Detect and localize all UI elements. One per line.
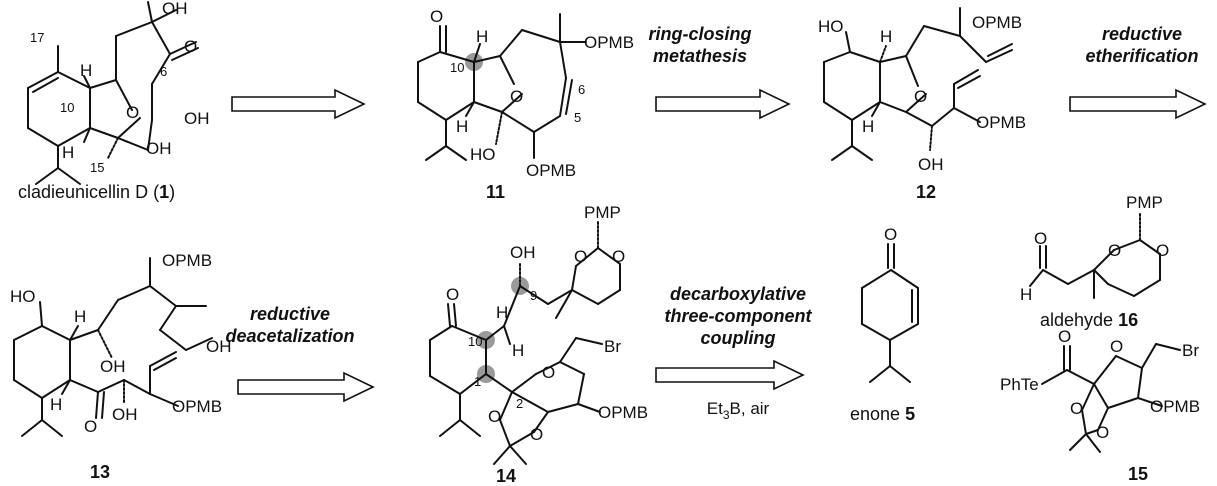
aldehyde-16-structure: PMP O O O H aldehyde 16 xyxy=(1020,193,1169,330)
compound-13-structure: HO H OH OPMB OH H O OH OPMB 13 xyxy=(10,251,232,482)
retro-arrow xyxy=(231,88,366,120)
atom-label-10: 10 xyxy=(60,100,74,115)
atom-o: O xyxy=(914,87,927,106)
atom-oh: OH xyxy=(184,109,210,128)
retro-arrow xyxy=(655,88,791,120)
step-label-line3: coupling xyxy=(701,328,776,348)
atom-opmb: OPMB xyxy=(584,33,634,52)
compound-11-label: 11 xyxy=(486,182,505,202)
atom-h: H xyxy=(476,27,488,46)
atom-h: H xyxy=(880,27,892,46)
atom-pmp: PMP xyxy=(584,203,621,222)
step-label-line1: reductive xyxy=(1102,24,1182,44)
atom-label-6: 6 xyxy=(160,64,167,79)
atom-oh: OH xyxy=(918,155,944,174)
atom-oh: OH xyxy=(206,337,232,356)
atom-h: H xyxy=(80,61,92,80)
atom-o: O xyxy=(446,285,459,304)
atom-o: O xyxy=(530,425,543,444)
aldehyde-16-caption: aldehyde 16 xyxy=(1040,310,1138,330)
atom-ho: HO xyxy=(470,145,496,164)
step-label-line1: reductive xyxy=(250,304,330,324)
atom-o: O xyxy=(488,407,501,426)
enone-5-structure: O enone 5 xyxy=(850,225,919,424)
compound-12-structure: HO H O H OPMB OPMB OH 12 xyxy=(818,7,1026,202)
atom-h: H xyxy=(496,303,508,322)
atom-oh: OH xyxy=(146,139,172,158)
reagent-label: Et3B, air xyxy=(707,399,770,422)
atom-o: O xyxy=(1058,327,1071,346)
atom-pmp: PMP xyxy=(1126,193,1163,212)
atom-o: O xyxy=(1110,337,1123,356)
atom-label-6: 6 xyxy=(578,82,585,97)
compound-1-caption: cladieunicellin D (1) xyxy=(18,182,175,202)
atom-opmb: OPMB xyxy=(972,13,1022,32)
atom-opmb: OPMB xyxy=(172,397,222,416)
atom-label-10: 10 xyxy=(450,60,464,75)
atom-oh: OH xyxy=(162,0,188,18)
atom-o: O xyxy=(542,363,555,382)
atom-ho: HO xyxy=(10,287,36,306)
step-label-line2: metathesis xyxy=(653,46,747,66)
atom-label-5: 5 xyxy=(574,110,581,125)
atom-o: O xyxy=(126,103,139,122)
atom-o: O xyxy=(612,247,625,266)
compound-15-structure: O PhTe O Br OPMB O O 15 xyxy=(1000,327,1200,484)
atom-o: O xyxy=(1108,241,1121,260)
atom-o: O xyxy=(510,87,523,106)
atom-o: O xyxy=(1070,399,1083,418)
atom-label-15: 15 xyxy=(90,160,104,175)
retro-arrow xyxy=(1069,88,1207,120)
compound-12-label: 12 xyxy=(916,182,936,202)
compound-11-structure: O H 10 O H OPMB 6 5 OPMB HO 11 xyxy=(417,7,634,202)
atom-o: O xyxy=(430,7,443,26)
atom-opmb: OPMB xyxy=(1150,397,1200,416)
atom-oh: OH xyxy=(112,405,138,424)
atom-o: O xyxy=(1034,229,1047,248)
atom-h: H xyxy=(1020,285,1032,304)
atom-o: O xyxy=(884,225,897,244)
compound-1-structure: 17 H 10 O H OH 6 O OH OH 15 cladieunicel… xyxy=(18,0,210,202)
atom-oh: OH xyxy=(510,243,536,262)
atom-label-17: 17 xyxy=(30,30,44,45)
atom-opmb: OPMB xyxy=(526,161,576,180)
retro-arrow xyxy=(237,371,375,403)
atom-o: O xyxy=(84,417,97,436)
atom-opmb: OPMB xyxy=(598,403,648,422)
atom-br: Br xyxy=(1182,341,1199,360)
atom-h: H xyxy=(74,307,86,326)
atom-opmb: OPMB xyxy=(162,251,212,270)
atom-h: H xyxy=(862,117,874,136)
enone-5-caption: enone 5 xyxy=(850,404,915,424)
atom-h: H xyxy=(50,395,62,414)
atom-opmb: OPMB xyxy=(976,113,1026,132)
compound-15-label: 15 xyxy=(1128,464,1148,484)
atom-phte: PhTe xyxy=(1000,375,1039,394)
atom-label-10: 10 xyxy=(468,334,482,349)
atom-o: O xyxy=(1096,423,1109,442)
atom-h: H xyxy=(456,117,468,136)
atom-label-2: 2 xyxy=(516,396,523,411)
atom-label-1: 1 xyxy=(474,374,481,389)
atom-oh: OH xyxy=(100,357,126,376)
atom-o: O xyxy=(1156,241,1169,260)
step-label-line2: three-component xyxy=(664,306,812,326)
atom-label-9: 9 xyxy=(530,288,537,303)
compound-14-structure: O H H 10 OH 9 PMP O O 1 2 O Br OPMB O O … xyxy=(429,203,648,486)
atom-br: Br xyxy=(604,337,621,356)
compound-14-label: 14 xyxy=(496,466,516,486)
step-label-line1: ring-closing xyxy=(649,24,752,44)
atom-h: H xyxy=(512,341,524,360)
retro-arrow xyxy=(655,359,805,391)
atom-o: O xyxy=(574,247,587,266)
atom-o: O xyxy=(184,37,197,56)
atom-h: H xyxy=(62,143,74,162)
compound-13-label: 13 xyxy=(90,462,110,482)
step-label-line2: etherification xyxy=(1085,46,1198,66)
step-label-line2: deacetalization xyxy=(225,326,354,346)
step-label-line1: decarboxylative xyxy=(670,284,806,304)
atom-ho: HO xyxy=(818,17,844,36)
